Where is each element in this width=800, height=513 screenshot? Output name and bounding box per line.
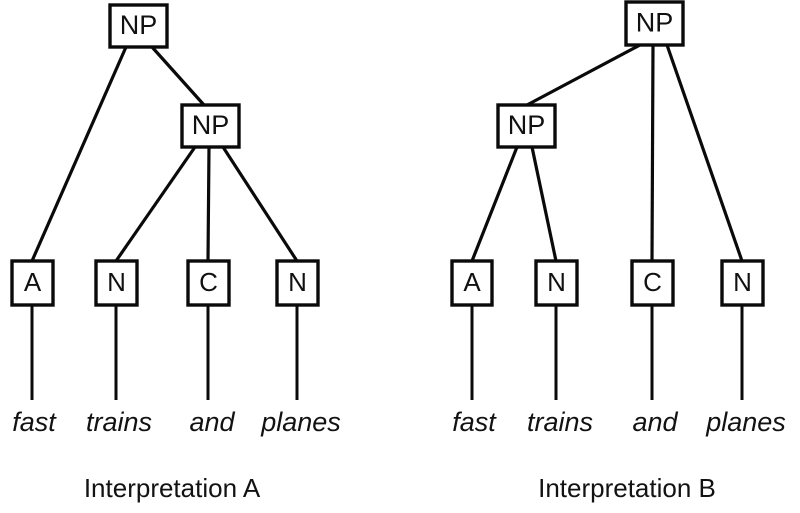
node-a-pos-n2[interactable]: N xyxy=(275,259,320,307)
edge-b-np-inner-to-b-pos-n1 xyxy=(530,146,558,262)
edge-a-np-inner-to-a-pos-c xyxy=(206,146,211,262)
node-b-np-root[interactable]: NP xyxy=(624,0,685,47)
node-box-a-pos-a xyxy=(10,259,55,307)
node-box-b-pos-c xyxy=(630,259,675,307)
edge-a-np-root-to-a-pos-a xyxy=(30,46,128,262)
node-label-a-pos-n1: N xyxy=(107,267,126,297)
word-a-leaf-planes: planes xyxy=(260,407,341,437)
edge-b-np-root-to-b-np-inner xyxy=(526,43,641,107)
edge-group xyxy=(30,45,299,262)
edge-a-np-inner-to-a-pos-n1 xyxy=(114,146,197,262)
node-box-b-np-inner xyxy=(496,103,557,149)
word-a-leaf-and: and xyxy=(189,407,235,437)
word-b-leaf-fast: fast xyxy=(452,407,497,437)
node-box-a-pos-n2 xyxy=(275,259,320,307)
node-label-a-pos-a: A xyxy=(24,267,42,297)
edge-b-np-root-to-b-pos-n2 xyxy=(665,44,744,262)
node-box-b-pos-n2 xyxy=(720,259,765,307)
node-label-b-pos-a: A xyxy=(463,267,481,297)
word-a-leaf-trains: trains xyxy=(86,407,152,437)
word-b-leaf-planes: planes xyxy=(705,407,786,437)
edge-b-np-inner-to-b-pos-a xyxy=(470,146,519,262)
node-a-pos-c[interactable]: C xyxy=(186,259,231,307)
node-box-a-pos-c xyxy=(186,259,231,307)
edge-b-np-root-to-b-pos-c xyxy=(650,44,655,262)
node-box-b-pos-a xyxy=(450,259,494,307)
node-a-np-root[interactable]: NP xyxy=(108,3,169,49)
node-label-b-pos-n1: N xyxy=(547,267,566,297)
node-label-b-pos-n2: N xyxy=(733,267,752,297)
leaf-stem-group xyxy=(30,305,299,400)
node-label-b-pos-c: C xyxy=(643,267,662,297)
caption-interpretation-a: Interpretation A xyxy=(84,473,261,503)
edge-a-np-inner-to-a-pos-n2 xyxy=(221,146,299,262)
node-label-a-pos-c: C xyxy=(199,267,218,297)
node-box-b-np-root xyxy=(624,0,685,47)
node-label-a-np-inner: NP xyxy=(192,110,230,140)
node-label-b-np-root: NP xyxy=(636,8,674,38)
node-b-pos-n1[interactable]: N xyxy=(534,259,579,307)
node-b-pos-c[interactable]: C xyxy=(630,259,675,307)
node-label-a-pos-n2: N xyxy=(288,267,307,297)
node-b-np-inner[interactable]: NP xyxy=(496,103,557,149)
word-b-leaf-trains: trains xyxy=(527,407,593,437)
node-b-pos-n2[interactable]: N xyxy=(720,259,765,307)
word-b-leaf-and: and xyxy=(632,407,678,437)
node-box-a-pos-n1 xyxy=(94,259,139,307)
caption-interpretation-b: Interpretation B xyxy=(538,473,716,503)
node-box-a-np-root xyxy=(108,3,169,49)
node-label-b-np-inner: NP xyxy=(508,110,546,140)
node-a-pos-a[interactable]: A xyxy=(10,259,55,307)
node-a-np-inner[interactable]: NP xyxy=(180,103,241,149)
leaf-stem-group xyxy=(470,305,744,400)
node-label-a-np-root: NP xyxy=(120,10,158,40)
word-a-leaf-fast: fast xyxy=(12,407,57,437)
edge-group xyxy=(470,43,744,262)
node-b-pos-a[interactable]: A xyxy=(450,259,494,307)
node-a-pos-n1[interactable]: N xyxy=(94,259,139,307)
edge-a-np-root-to-a-np-inner xyxy=(150,45,206,107)
node-box-a-np-inner xyxy=(180,103,241,149)
node-box-b-pos-n1 xyxy=(534,259,579,307)
